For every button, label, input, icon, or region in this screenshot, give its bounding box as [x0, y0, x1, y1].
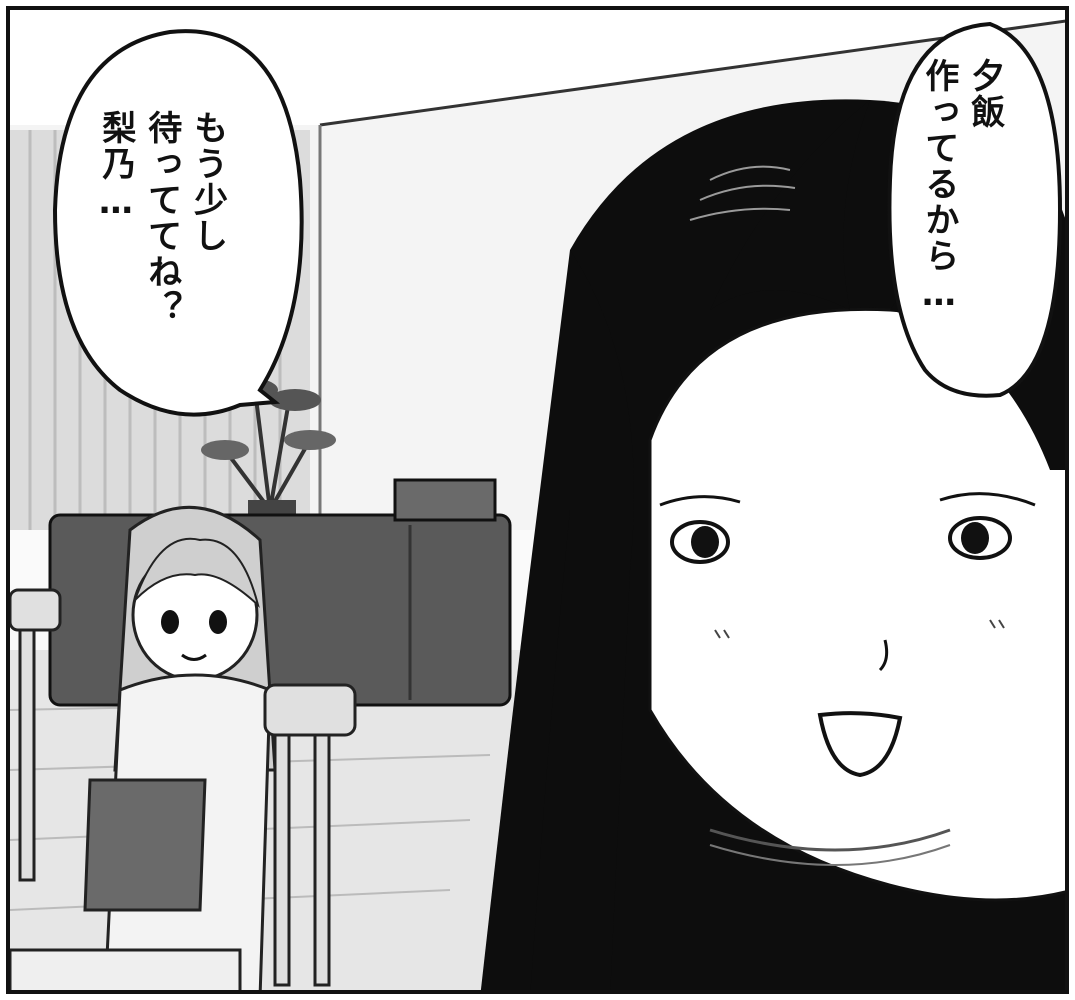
table-edge	[10, 948, 242, 990]
scene-illustration	[10, 10, 1065, 990]
speech-line: 梨乃…	[95, 110, 136, 224]
speech-line: 夕飯	[964, 58, 1005, 130]
sofa	[48, 478, 512, 707]
speech-line: 待っててね？	[141, 110, 182, 326]
speech-line: もう少し	[187, 110, 228, 254]
speech-text-right: 夕飯 作ってるから…	[915, 58, 1007, 378]
speech-bubble-left	[52, 29, 304, 417]
speech-line: 作ってるから…	[918, 58, 959, 316]
manga-panel: もう少し 待っててね？ 梨乃… 夕飯 作ってるから…	[6, 6, 1069, 994]
speech-text-left: もう少し 待っててね？ 梨乃…	[92, 110, 230, 410]
chairs	[10, 588, 357, 987]
speech-bubble-right	[887, 21, 1063, 398]
girl-rino	[83, 505, 277, 990]
